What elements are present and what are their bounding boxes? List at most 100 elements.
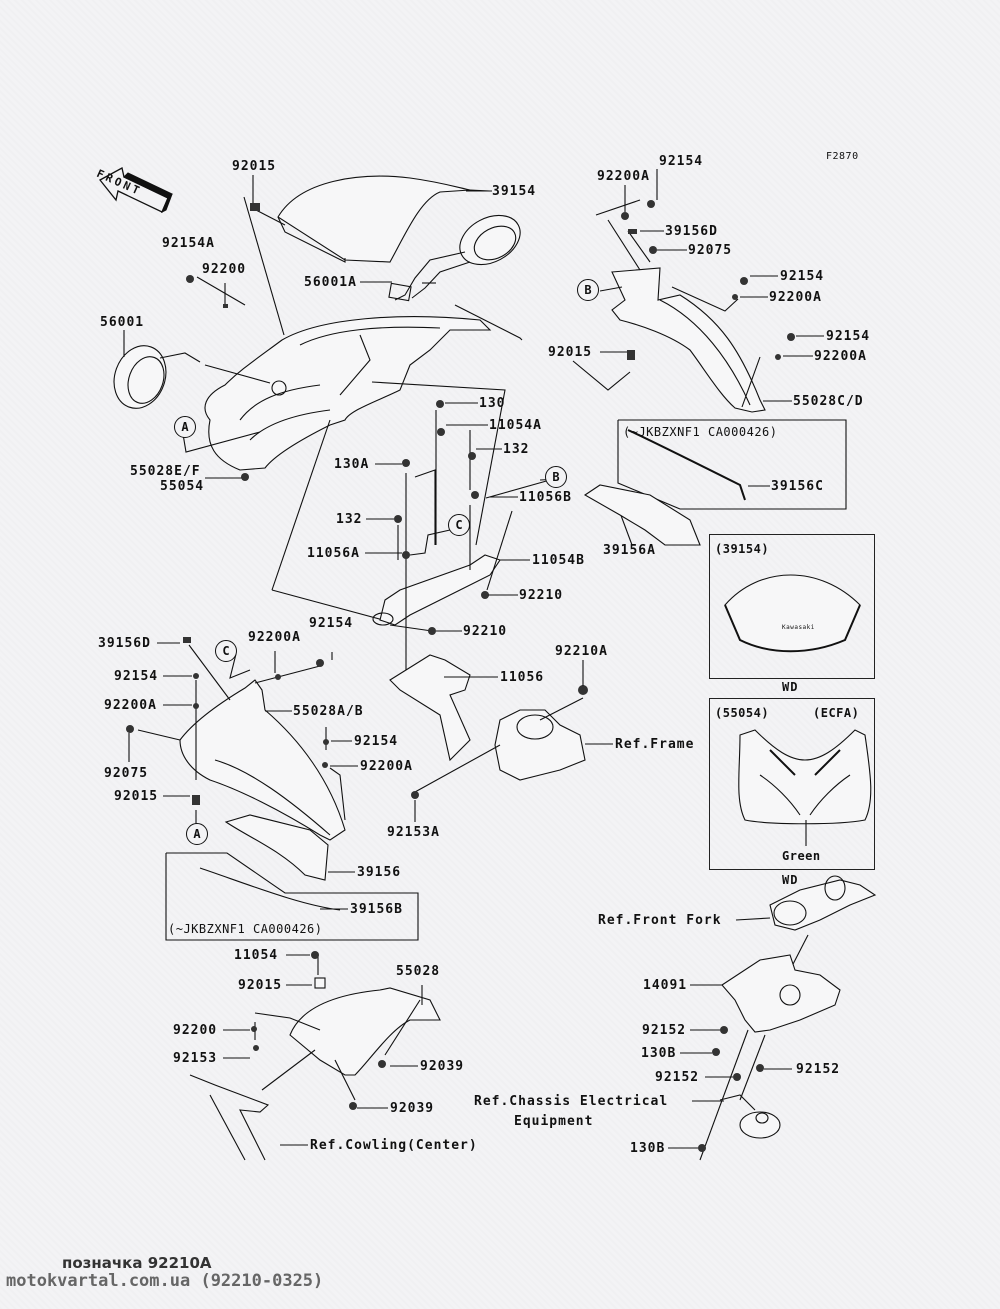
part-label[interactable]: 39156A xyxy=(603,543,656,558)
part-label[interactable]: 55028 xyxy=(396,964,441,979)
ref-front-fork-label[interactable]: Ref.Front Fork xyxy=(598,913,722,928)
inset-windshield-caption: WD xyxy=(782,680,799,694)
part-label[interactable]: 130B xyxy=(641,1046,677,1061)
inset-cowl-caption: WD xyxy=(782,873,799,887)
part-label[interactable]: 56001A xyxy=(304,275,357,290)
right-side-panel-part xyxy=(611,267,766,413)
figure-code: F2870 xyxy=(826,151,859,162)
part-label[interactable]: 130 xyxy=(479,396,506,411)
ref-chassis-equipment-label: Equipment xyxy=(514,1114,594,1129)
cowl-inset-drawing xyxy=(738,729,872,846)
fastener-icons xyxy=(126,200,795,1152)
part-label[interactable]: 92039 xyxy=(420,1059,465,1074)
part-label[interactable]: 92154A xyxy=(162,236,215,251)
part-label[interactable]: 92015 xyxy=(114,789,159,804)
part-label[interactable]: 130B xyxy=(630,1141,666,1156)
part-label[interactable]: 92154 xyxy=(354,734,399,749)
part-label[interactable]: 11054A xyxy=(489,418,542,433)
part-label[interactable]: 92200 xyxy=(173,1023,218,1038)
part-label[interactable]: 92154 xyxy=(780,269,825,284)
part-label[interactable]: 39156D xyxy=(98,636,151,651)
callout-b: B xyxy=(545,466,567,488)
footer-note: позначка 92210A xyxy=(62,1254,212,1272)
part-label[interactable]: 92210A xyxy=(555,644,608,659)
part-label[interactable]: 130A xyxy=(334,457,370,472)
part-label[interactable]: 92200A xyxy=(597,169,650,184)
inset-cowl-title: (55054) xyxy=(715,706,770,720)
part-label[interactable]: 92154 xyxy=(114,669,159,684)
stay-bracket-part xyxy=(372,554,501,626)
part-label[interactable]: 92210 xyxy=(463,624,508,639)
windshield-logo: Kawasaki xyxy=(782,624,815,631)
part-label[interactable]: 92153A xyxy=(387,825,440,840)
part-label[interactable]: 132 xyxy=(336,512,363,527)
part-label[interactable]: 92075 xyxy=(688,243,733,258)
part-label[interactable]: 11056B xyxy=(519,490,572,505)
cowl-inset-box xyxy=(709,698,875,870)
part-label[interactable]: 92152 xyxy=(796,1062,841,1077)
ref-cowling-center-label[interactable]: Ref.Cowling(Center) xyxy=(310,1138,478,1153)
part-label[interactable]: 55028C/D xyxy=(793,394,864,409)
frame-headstock-part xyxy=(494,709,586,781)
part-label[interactable]: 39156 xyxy=(357,865,402,880)
seal-strip-part xyxy=(199,867,341,911)
cover-14091-part xyxy=(721,954,841,1033)
part-label[interactable]: 92154 xyxy=(659,154,704,169)
part-label[interactable]: 92200A xyxy=(814,349,867,364)
callout-a: A xyxy=(186,823,208,845)
part-label[interactable]: 92015 xyxy=(238,978,283,993)
part-label[interactable]: 92039 xyxy=(390,1101,435,1116)
part-label[interactable]: 39156B xyxy=(350,902,403,917)
callout-a: A xyxy=(174,416,196,438)
part-label[interactable]: 11056A xyxy=(307,546,360,561)
windscreen-part xyxy=(277,175,491,263)
part-label[interactable]: 55054 xyxy=(160,479,205,494)
part-label[interactable]: 92152 xyxy=(655,1070,700,1085)
inset-windshield-title: (39154) xyxy=(715,542,770,556)
horn-part xyxy=(719,1094,781,1139)
front-arrow-icon xyxy=(99,167,173,214)
part-label[interactable]: 11054B xyxy=(532,553,585,568)
part-label[interactable]: 39156C xyxy=(771,479,824,494)
part-label[interactable]: 14091 xyxy=(643,978,688,993)
part-label[interactable]: 92200A xyxy=(769,290,822,305)
mirror-right-part xyxy=(388,214,521,302)
part-label[interactable]: 92154 xyxy=(826,329,871,344)
part-label[interactable]: 92153 xyxy=(173,1051,218,1066)
ref-chassis-electrical-label[interactable]: Ref.Chassis Electrical xyxy=(474,1094,669,1109)
part-label[interactable]: 56001 xyxy=(100,315,145,330)
callout-c: C xyxy=(448,514,470,536)
part-label[interactable]: 132 xyxy=(503,442,530,457)
part-label[interactable]: 92015 xyxy=(548,345,593,360)
inner-cover-part xyxy=(289,977,441,1076)
footer-site-link[interactable]: motokvartal.com.ua (92210-0325) xyxy=(6,1271,324,1291)
callout-c: C xyxy=(215,640,237,662)
part-label[interactable]: 39156D xyxy=(665,224,718,239)
part-label[interactable]: 92152 xyxy=(642,1023,687,1038)
part-label[interactable]: 92210 xyxy=(519,588,564,603)
part-label[interactable]: 92200A xyxy=(248,630,301,645)
part-label[interactable]: 92200A xyxy=(104,698,157,713)
frame-bracket-part xyxy=(389,654,471,762)
part-label[interactable]: 92200A xyxy=(360,759,413,774)
leader-lines xyxy=(128,169,824,1149)
part-label[interactable]: 39154 xyxy=(492,184,537,199)
windshield-inset-box xyxy=(709,534,875,679)
part-label[interactable]: 92200 xyxy=(202,262,247,277)
callout-b: B xyxy=(577,279,599,301)
windshield-inset-drawing xyxy=(724,574,861,653)
part-label[interactable]: 92154 xyxy=(309,616,354,631)
part-label[interactable]: 55028E/F xyxy=(130,464,201,479)
front-fork-bracket-part xyxy=(769,875,877,931)
mirror-left-part xyxy=(113,345,271,409)
part-label[interactable]: 92015 xyxy=(232,159,277,174)
part-label[interactable]: 92075 xyxy=(104,766,149,781)
part-label[interactable]: 55028A/B xyxy=(293,704,364,719)
part-label[interactable]: 11056 xyxy=(500,670,545,685)
serial-box-top-label: (~JKBZXNF1 CA000426) xyxy=(623,425,778,439)
ref-frame-label[interactable]: Ref.Frame xyxy=(615,737,695,752)
inset-cowl-region: (ECFA) xyxy=(813,706,860,720)
center-cowl-part xyxy=(189,1074,270,1161)
part-label[interactable]: 11054 xyxy=(234,948,279,963)
